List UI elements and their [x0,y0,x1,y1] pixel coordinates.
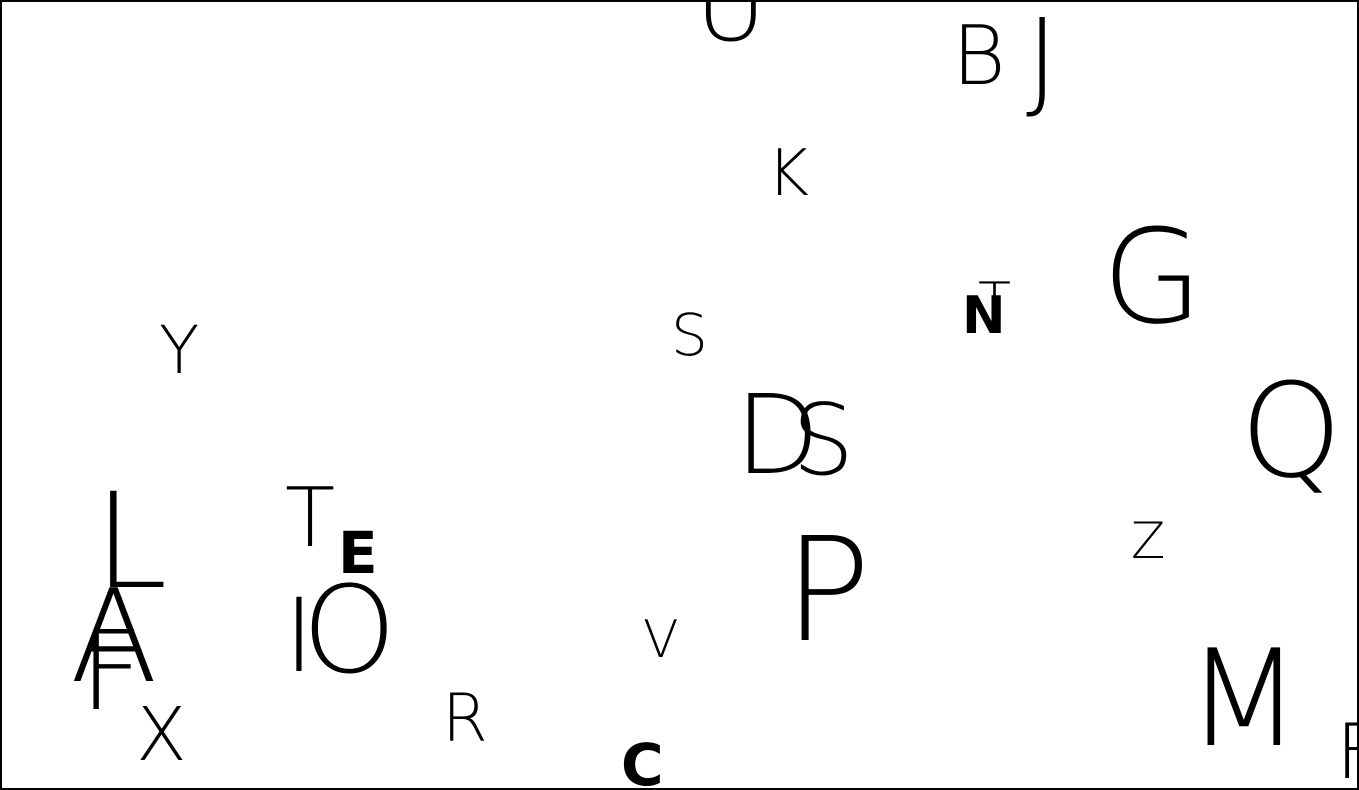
letter-l: L [94,465,168,619]
letter-r: R [442,680,488,757]
letter-o: O [302,562,397,701]
letter-c: C [621,731,664,790]
letter-f: F [80,607,144,735]
letter-s-small: S [671,301,708,369]
letter-x: X [136,692,187,778]
letter-top-fragment: H [420,2,488,10]
letter-edge-r: F [1336,714,1357,789]
letter-t-small: T [978,271,1011,334]
letter-t-large: T [285,471,336,566]
letter-s-large: S [792,384,855,498]
letter-g: G [1102,201,1203,353]
letter-b: B [952,9,1006,104]
letter-a: A [70,563,158,712]
letter-v: V [643,610,679,670]
letter-p: P [784,506,871,674]
letter-d: D [735,371,820,499]
letter-k: K [767,137,809,211]
letter-n: N [962,286,1006,346]
letter-y: Y [159,312,200,389]
letter-i: I [284,577,315,696]
letter-z: Z [1131,512,1166,570]
letter-m: M [1186,621,1302,777]
letter-q: Q [1240,355,1343,507]
letter-j: J [1026,0,1059,123]
letter-top-u: U [695,0,767,64]
letter-e: E [338,519,378,587]
